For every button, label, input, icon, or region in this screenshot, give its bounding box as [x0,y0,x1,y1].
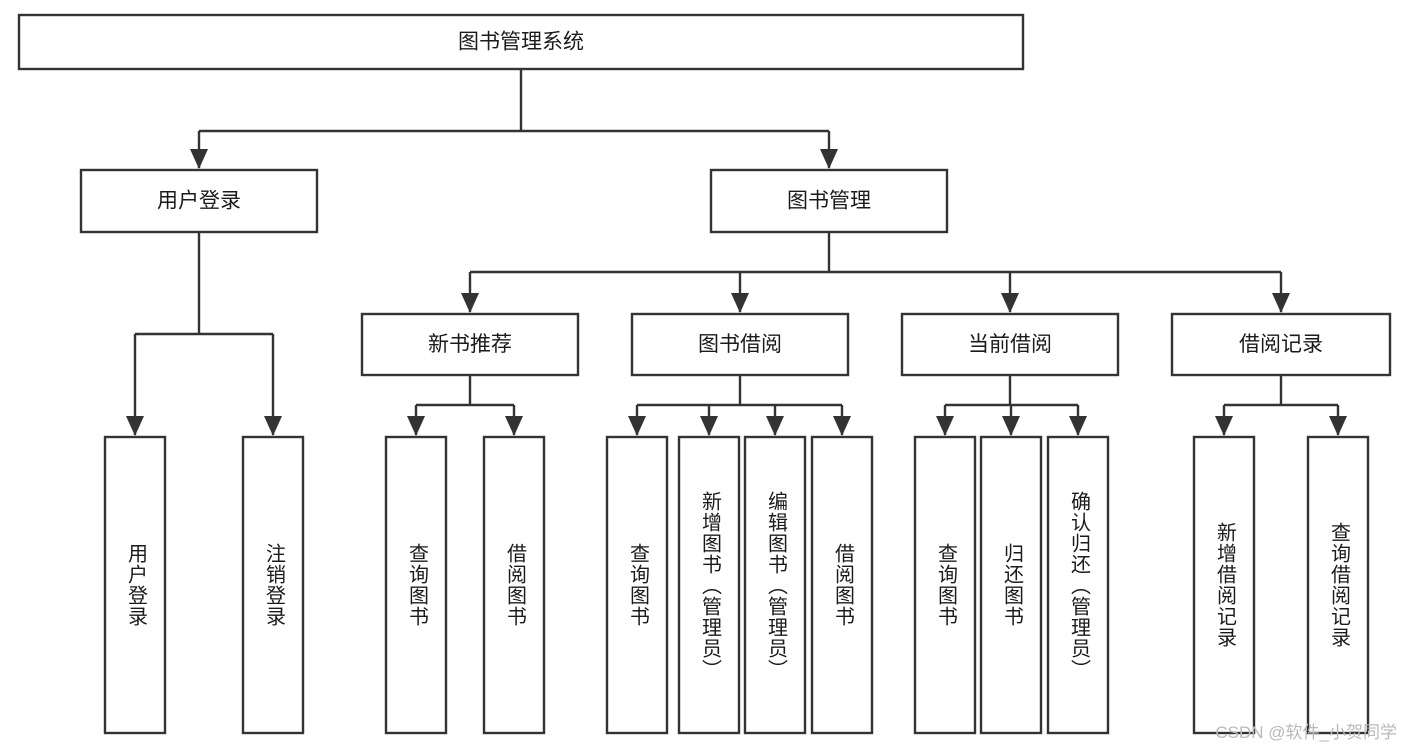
node-box-level1-0[interactable] [79,168,319,234]
node-box-leaf-12[interactable] [1306,435,1370,735]
arrow-head-icon-level2-1-leaf-3 [833,416,851,436]
node-label-level2-2: 当前借阅 [968,333,1052,356]
arrow-head-icon-level2-0-leaf-1 [505,416,523,436]
node-label-level2-0: 新书推荐 [428,333,512,356]
arrow-head-icon-level1-1 [820,149,838,169]
arrow-head-icon-level2-1 [731,293,749,313]
arrow-head-icon-level2-2-leaf-1 [1002,416,1020,436]
arrow-head-icon-level2-0 [461,293,479,313]
node-box-leaf-5[interactable] [677,435,741,735]
node-box-leaf-2[interactable] [384,435,448,735]
node-box-level2-3[interactable] [1170,312,1392,377]
arrow-head-icon-level2-1-leaf-1 [700,416,718,436]
arrow-head-icon-level2-2-leaf-2 [1069,416,1087,436]
node-box-level2-1[interactable] [630,312,850,377]
node-box-leaf-7[interactable] [810,435,874,735]
watermark-text: CSDN @软件_小贺同学 [1215,723,1397,742]
node-label-level2-3: 借阅记录 [1239,333,1323,356]
arrow-head-icon-level1-0 [190,149,208,169]
arrow-head-icon-login-leaf-0 [126,416,144,436]
node-label-level1-0: 用户登录 [157,190,241,213]
node-box-leaf-0[interactable] [103,435,167,735]
node-box-leaf-11[interactable] [1192,435,1256,735]
arrow-head-icon-level2-1-leaf-0 [628,416,646,436]
node-box-leaf-1[interactable] [241,435,305,735]
node-label-level2-1: 图书借阅 [698,333,782,356]
node-box-leaf-8[interactable] [913,435,977,735]
node-box-level2-0[interactable] [360,312,580,377]
arrow-head-icon-level2-1-leaf-2 [766,416,784,436]
arrow-head-icon-level2-2 [1001,293,1019,313]
node-label-level1-1: 图书管理 [787,190,871,213]
node-label-root: 图书管理系统 [458,31,584,54]
node-box-level1-1[interactable] [709,168,949,234]
node-box-leaf-9[interactable] [979,435,1043,735]
node-box-leaf-10[interactable] [1046,435,1110,735]
arrow-head-icon-level2-2-leaf-0 [936,416,954,436]
node-box-leaf-6[interactable] [743,435,807,735]
arrow-head-icon-level2-3-leaf-0 [1215,416,1233,436]
node-box-level2-2[interactable] [900,312,1120,377]
node-box-leaf-4[interactable] [605,435,669,735]
node-box-leaf-3[interactable] [482,435,546,735]
arrow-head-icon-level2-3 [1272,293,1290,313]
arrow-head-icon-login-leaf-1 [264,416,282,436]
arrow-head-icon-level2-0-leaf-0 [407,416,425,436]
connector-edges [126,69,1347,436]
arrow-head-icon-level2-3-leaf-1 [1329,416,1347,436]
node-box-root[interactable] [17,13,1025,71]
node-boxes [17,13,1392,735]
